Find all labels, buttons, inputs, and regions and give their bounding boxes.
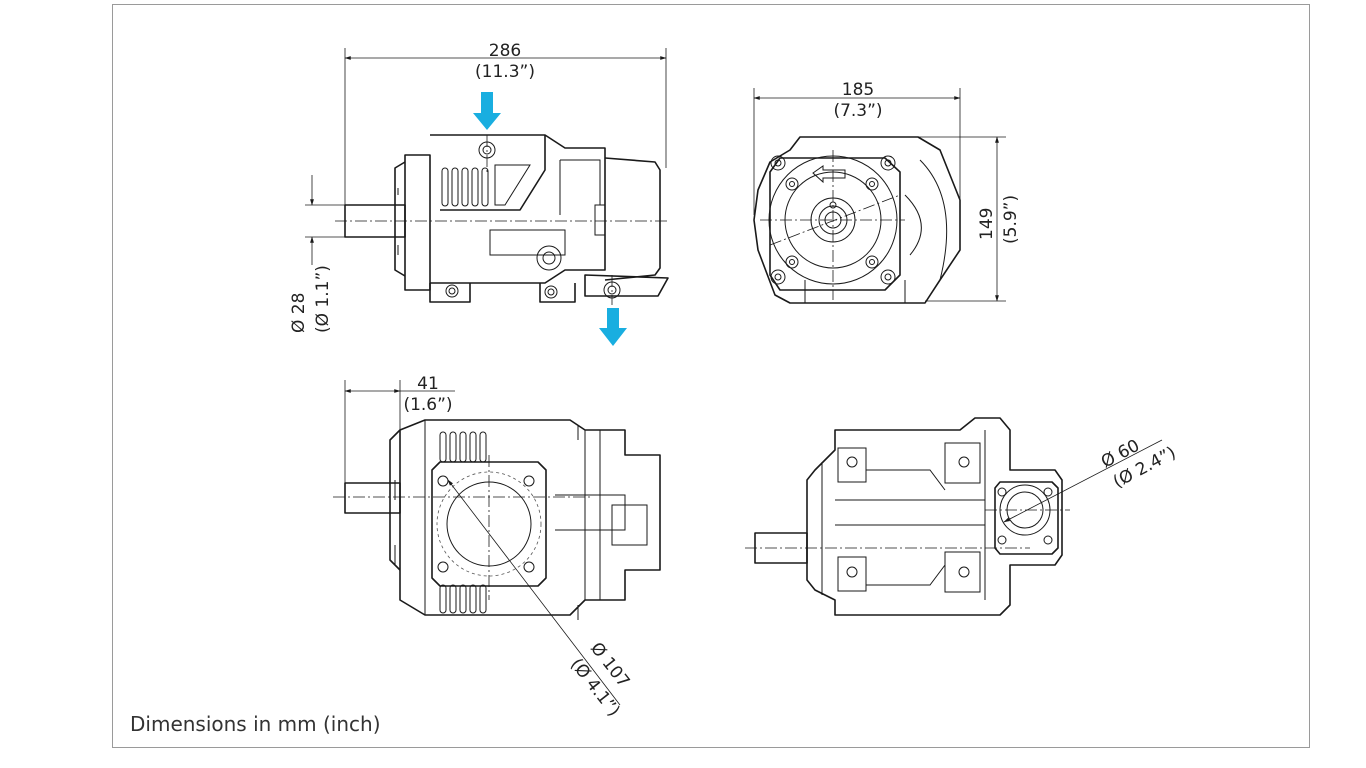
bottom-left-view xyxy=(333,380,661,706)
dimensions-caption: Dimensions in mm (inch) xyxy=(130,712,381,736)
shaft-length-value: 41 xyxy=(417,374,439,394)
height-value: 149 xyxy=(977,208,997,240)
shaft-diameter-value: Ø 28 xyxy=(289,293,309,333)
outlet-arrow-icon xyxy=(599,308,627,346)
length-value: 286 xyxy=(489,41,521,61)
height-inch: (5.9”) xyxy=(1001,195,1021,244)
length-inch: (11.3”) xyxy=(475,62,535,82)
bottom-right-view xyxy=(745,417,1163,616)
drawing-frame xyxy=(112,4,1310,748)
side-view xyxy=(305,48,670,346)
rotation-arrow-icon xyxy=(812,165,846,184)
front-view xyxy=(753,88,1006,304)
inlet-arrow-icon xyxy=(473,92,501,130)
width-inch: (7.3”) xyxy=(833,101,882,121)
width-value: 185 xyxy=(842,80,874,100)
shaft-diameter-inch: (Ø 1.1”) xyxy=(313,265,333,333)
shaft-length-inch: (1.6”) xyxy=(403,395,452,415)
